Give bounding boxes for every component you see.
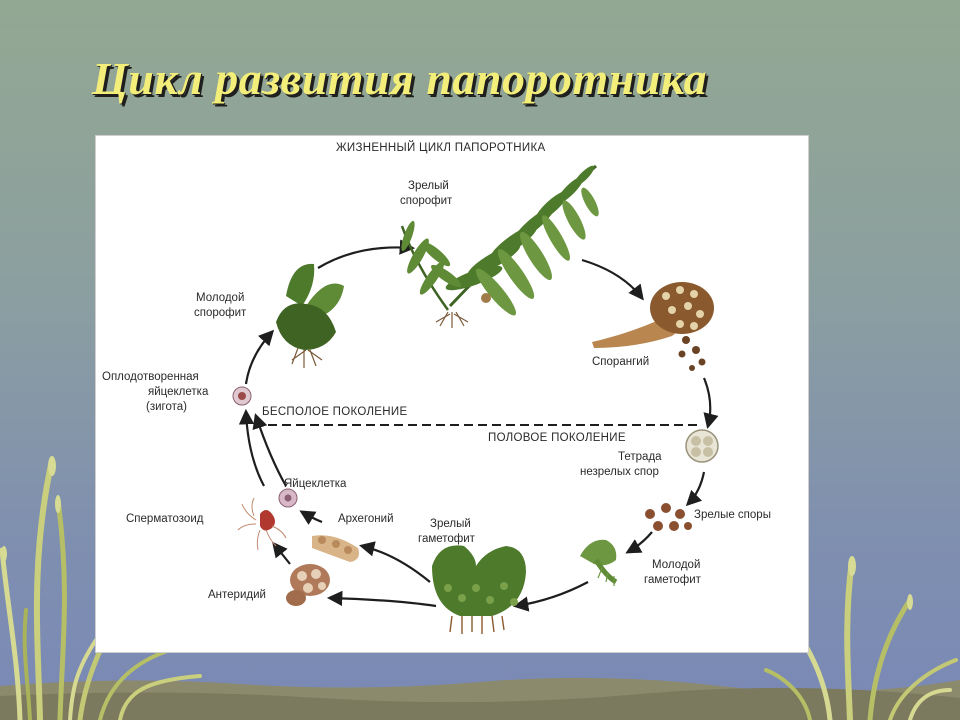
arrow-young-to-mature-sporophyte (317, 239, 416, 269)
antheridium-label: Антеридий (208, 589, 266, 601)
young-gametophyte-label-line2: гаметофит (644, 574, 702, 586)
mature-spores-label: Зрелые споры (694, 509, 771, 521)
spore-tetrad-label-line1: Тетрада (618, 451, 662, 463)
zygote-label-line2: яйцеклетка (148, 386, 209, 398)
grass-left-decoration (0, 456, 202, 720)
sporangium-label: Спорангий (592, 356, 649, 368)
young-sporophyte-label-line1: Молодой (196, 292, 244, 304)
young-gametophyte-label-line1: Молодой (652, 559, 700, 571)
mature-gametophyte-illustration (432, 545, 526, 634)
fern-life-cycle-diagram: ЖИЗНЕННЫЙ ЦИКЛ ПАПОРОТНИКА БЕСПОЛОЕ ПОКО… (96, 136, 808, 652)
arrow-gametophyte-to-antheridium (326, 590, 437, 608)
arrow-egg-to-zygote (252, 413, 287, 487)
cycle-arrows (238, 239, 719, 612)
arrow-tetrad-to-spores (685, 471, 706, 507)
asexual-generation-label: БЕСПОЛОЕ ПОКОЛЕНИЕ (262, 406, 407, 418)
zygote-label-line3: (зигота) (146, 401, 187, 413)
arrow-antheridium-to-spermatozoid (272, 541, 291, 565)
arrow-gametophyte-to-archegonium (359, 541, 431, 583)
arrow-sporophyte-to-sporangium (581, 258, 644, 301)
arrow-archegonium-to-egg (299, 510, 323, 525)
ground-strip (0, 677, 960, 720)
arrow-young-to-mature-gametophyte (512, 581, 589, 612)
mature-sporophyte-label-line1: Зрелый (408, 180, 449, 192)
sexual-generation-label: ПОЛОВОЕ ПОКОЛЕНИЕ (488, 432, 626, 444)
egg-cell-illustration (278, 488, 298, 508)
archegonium-label: Архегоний (338, 513, 394, 525)
young-gametophyte-illustration (580, 539, 618, 586)
diagram-header: ЖИЗНЕННЫЙ ЦИКЛ ПАПОРОТНИКА (336, 141, 545, 154)
mature-sporophyte-illustration (400, 164, 599, 328)
young-sporophyte-label-line2: спорофит (194, 307, 247, 319)
mature-gametophyte-label-line1: Зрелый (430, 518, 471, 530)
mature-gametophyte-label-line2: гаметофит (418, 533, 476, 545)
mature-sporophyte-label-line2: спорофит (400, 195, 453, 207)
arrow-spermatozoid-to-zygote (238, 408, 265, 487)
spermatozoid-illustration (237, 497, 287, 551)
sporangium-illustration (592, 282, 714, 371)
grass-right-decoration (764, 556, 958, 720)
antheridium-illustration (286, 564, 330, 606)
zygote-label-line1: Оплодотворенная (102, 371, 199, 383)
spermatozoid-label: Сперматозоид (126, 513, 204, 525)
egg-cell-label: Яйцеклетка (284, 478, 347, 490)
arrow-zygote-to-young-sporophyte (244, 329, 275, 385)
spore-tetrad-label-line2: незрелых спор (580, 466, 659, 478)
slide-title: Цикл развития папоротника (92, 53, 708, 104)
arrow-spores-to-young-gametophyte (625, 531, 653, 554)
spore-tetrad-illustration (685, 429, 719, 463)
mature-spores-illustration (645, 503, 692, 531)
zygote-illustration (232, 386, 252, 406)
archegonium-illustration (312, 535, 359, 562)
young-sporophyte-illustration (276, 263, 344, 368)
arrow-sporangium-to-tetrad (702, 377, 719, 429)
